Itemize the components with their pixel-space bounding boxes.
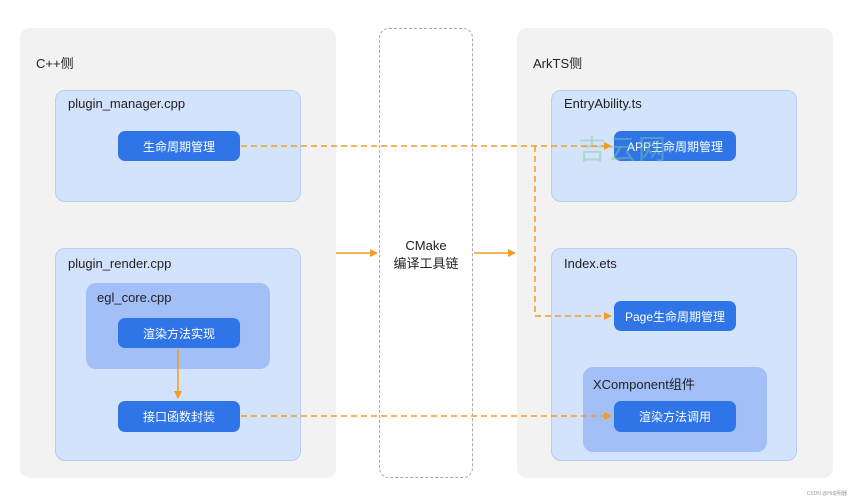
arkts-side-title: ArkTS侧: [533, 56, 583, 71]
plugin-render-label: plugin_render.cpp: [68, 256, 172, 271]
lifecycle-management-button[interactable]: 生命周期管理: [118, 131, 240, 161]
xcomponent-label: XComponent组件: [593, 377, 695, 392]
entry-ability-label: EntryAbility.ts: [564, 96, 642, 111]
cpp-side-title: C++侧: [36, 56, 74, 71]
egl-core-label: egl_core.cpp: [97, 290, 172, 305]
plugin-manager-label: plugin_manager.cpp: [68, 96, 186, 111]
index-ets-label: Index.ets: [564, 256, 617, 271]
interface-wrapper-button[interactable]: 接口函数封装: [118, 401, 240, 432]
toolchain-label: 编译工具链: [393, 256, 459, 271]
cmake-toolchain-column: [379, 28, 473, 478]
render-method-impl-button[interactable]: 渲染方法实现: [118, 318, 240, 348]
watermark: 吉云网: [578, 133, 669, 166]
credit-text: CSDN @Hi说明器: [806, 491, 847, 497]
cmake-toolchain-label: CMake 编译工具链: [379, 237, 473, 273]
render-method-call-button[interactable]: 渲染方法调用: [614, 401, 736, 432]
app-lifecycle-button[interactable]: APP生命周期管理: [614, 131, 736, 161]
lifecycle-to-page-arrow: [534, 146, 612, 320]
cmake-label: CMake: [405, 238, 447, 253]
page-lifecycle-button[interactable]: Page生命周期管理: [614, 301, 736, 331]
